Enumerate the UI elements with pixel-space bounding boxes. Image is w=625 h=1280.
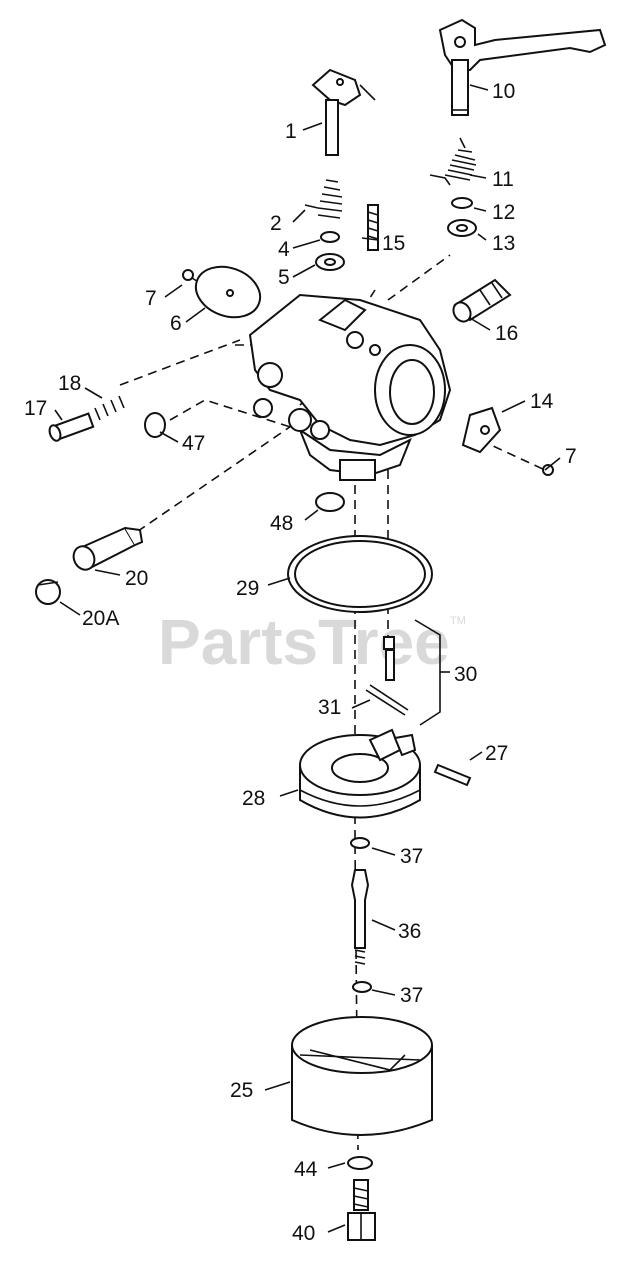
- callout-2: 2: [270, 212, 282, 235]
- part-choke-spring: [304, 179, 343, 219]
- part-float-pin: [433, 763, 472, 787]
- part-main-jet: [35, 526, 144, 605]
- part-choke-seals: [315, 231, 345, 271]
- bracket-30: [414, 619, 441, 726]
- callout-18: 18: [58, 372, 81, 395]
- callout-44: 44: [294, 1158, 318, 1181]
- part-throttle-spring: [429, 137, 477, 186]
- callout-7-top: 7: [145, 287, 157, 310]
- part-fuel-inlet: [452, 278, 512, 323]
- watermark: PartsTree: [158, 606, 450, 678]
- callout-13: 13: [492, 232, 515, 255]
- part-plug-47: [144, 412, 166, 438]
- callout-1: 1: [285, 120, 297, 143]
- part-bowl-nut: [347, 1156, 376, 1241]
- callout-10: 10: [492, 80, 515, 103]
- leader-lines: [54, 84, 561, 1233]
- callout-15: 15: [382, 232, 405, 255]
- callout-37-lower: 37: [400, 984, 423, 1007]
- callout-16: 16: [495, 322, 518, 345]
- part-choke-shaft: [311, 68, 376, 156]
- callout-7-right: 7: [565, 445, 577, 468]
- callout-48: 48: [270, 512, 293, 535]
- callout-31: 31: [318, 696, 341, 719]
- callout-4: 4: [278, 238, 290, 261]
- callout-20A: 20A: [82, 607, 119, 630]
- callout-29: 29: [236, 577, 259, 600]
- callout-11: 11: [492, 168, 514, 191]
- callout-12: 12: [492, 201, 515, 224]
- part-float-bowl: [291, 1016, 433, 1136]
- callout-27: 27: [485, 742, 508, 765]
- callout-14: 14: [530, 390, 554, 413]
- part-plug-48: [315, 492, 345, 512]
- callout-25: 25: [230, 1079, 253, 1102]
- part-idle-screw: [48, 395, 125, 442]
- callout-36: 36: [398, 920, 421, 943]
- callout-20: 20: [125, 567, 148, 590]
- callout-37-upper: 37: [400, 845, 423, 868]
- part-cover-plate: [461, 406, 554, 476]
- part-throttle-shaft: [438, 18, 607, 116]
- callout-labels: 1 10 11 12 13 2 4 15 5 7 6 16 18 17 14 4…: [24, 80, 577, 1245]
- part-carburetor-body: [248, 293, 452, 481]
- part-float: [299, 728, 421, 819]
- callout-5: 5: [278, 266, 290, 289]
- part-needle-pin: [367, 204, 379, 251]
- callout-30: 30: [454, 663, 477, 686]
- callout-28: 28: [242, 787, 265, 810]
- callout-6: 6: [170, 312, 182, 335]
- callout-47: 47: [182, 432, 205, 455]
- callout-17: 17: [24, 397, 47, 420]
- part-throttle-seals: [447, 197, 477, 237]
- part-choke-plate: [182, 265, 262, 319]
- part-main-nozzle: [350, 837, 372, 993]
- callout-40: 40: [292, 1222, 315, 1245]
- part-inlet-needle: [365, 636, 409, 716]
- part-gasket-ring: [287, 535, 433, 613]
- watermark-tm: TM: [450, 615, 466, 627]
